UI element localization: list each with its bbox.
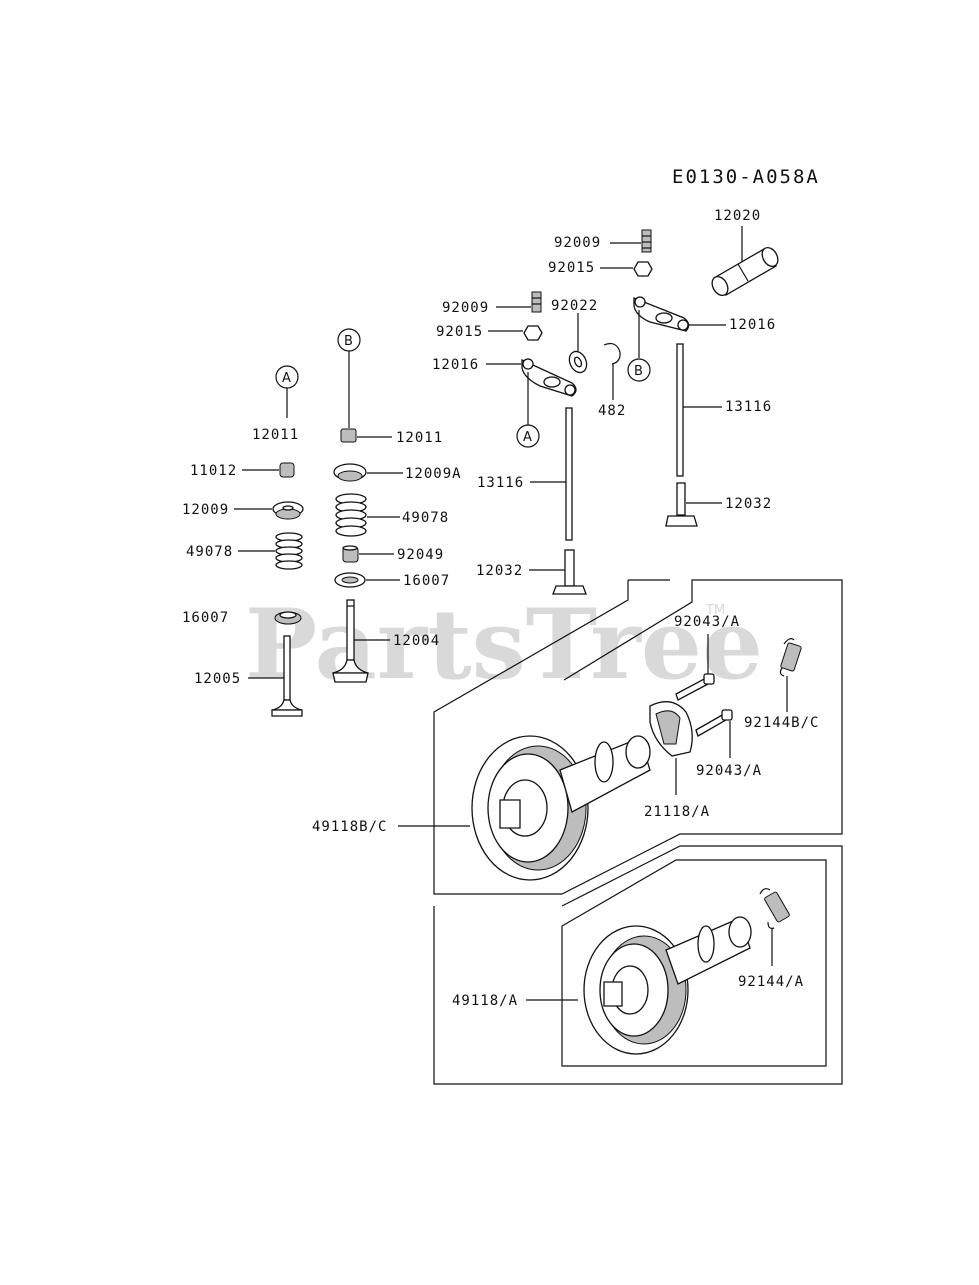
label-92043a-bottom: 92043/A — [696, 763, 762, 779]
label-12009: 12009 — [182, 502, 229, 518]
callout-a-mid — [516, 424, 540, 448]
clip-482 — [603, 342, 621, 365]
callout-a-left-text: A — [282, 371, 291, 386]
bolt-92043a-bottom — [695, 709, 733, 737]
spring-92144bc — [779, 638, 802, 677]
label-92144a: 92144/A — [738, 974, 804, 990]
seal-16007-right — [334, 572, 366, 588]
label-13116-mid: 13116 — [477, 475, 524, 491]
tappet-12032-right — [665, 482, 698, 527]
label-92043a-top: 92043/A — [674, 614, 740, 630]
valve-12004 — [332, 599, 369, 683]
shaft-12020 — [711, 247, 779, 296]
seal-16007-left — [274, 611, 302, 625]
pushrod-13116-right — [676, 343, 684, 477]
retainer-12009a — [333, 463, 367, 482]
label-16007-right: 16007 — [403, 573, 450, 589]
label-21118a: 21118/A — [644, 804, 710, 820]
watermark-trademark: TM — [705, 603, 725, 618]
camshaft-49118bc — [471, 735, 651, 881]
rocker-arm-12016-right — [633, 296, 690, 332]
label-49078-left: 49078 — [186, 544, 233, 560]
rocker-arm-12016-left — [521, 358, 577, 397]
callout-a-mid-text: A — [523, 430, 532, 445]
label-92009-mid: 92009 — [442, 300, 489, 316]
label-13116-right: 13116 — [725, 399, 772, 415]
spring-92144a — [759, 888, 790, 929]
camshaft-a-box-outer — [433, 845, 843, 1085]
label-92015-mid: 92015 — [436, 324, 483, 340]
label-12011-a: 12011 — [252, 427, 299, 443]
cap-11012 — [279, 462, 295, 478]
cap-12011-b — [340, 428, 357, 443]
label-12020: 12020 — [714, 208, 761, 224]
label-12011-b: 12011 — [396, 430, 443, 446]
label-92009-top: 92009 — [554, 235, 601, 251]
retainer-12009 — [272, 501, 304, 520]
callout-b-right-text: B — [634, 364, 643, 379]
watermark-text: PartsTree — [245, 588, 763, 701]
label-92015-top: 92015 — [548, 260, 595, 276]
camshaft-a-box-inner — [561, 859, 827, 1067]
label-92022: 92022 — [551, 298, 598, 314]
label-482: 482 — [598, 403, 626, 419]
tappet-12032-mid — [552, 549, 587, 595]
guide-92049 — [342, 545, 359, 563]
camshaft-bc-box — [433, 579, 843, 895]
label-12016-left: 12016 — [432, 357, 479, 373]
callout-b-right — [627, 358, 651, 382]
nut-92015-mid — [523, 325, 543, 341]
label-11012: 11012 — [190, 463, 237, 479]
label-12005: 12005 — [194, 671, 241, 687]
label-12032-right: 12032 — [725, 496, 772, 512]
label-92144bc: 92144B/C — [744, 715, 819, 731]
spring-49078-right — [335, 493, 367, 537]
label-49078-right: 49078 — [402, 510, 449, 526]
label-12009a: 12009A — [405, 466, 462, 482]
label-12032-mid: 12032 — [476, 563, 523, 579]
label-16007-left: 16007 — [182, 610, 229, 626]
label-92049: 92049 — [397, 547, 444, 563]
diagram-code: E0130-A058A — [672, 166, 820, 188]
label-12004: 12004 — [393, 633, 440, 649]
bolt-92043a-top — [675, 673, 715, 701]
stud-92009-mid — [531, 291, 542, 313]
valve-12005 — [271, 635, 303, 717]
label-49118bc: 49118B/C — [312, 819, 387, 835]
nut-92015-top — [633, 261, 653, 277]
label-12016-right: 12016 — [729, 317, 776, 333]
weight-21118a — [649, 701, 693, 757]
pushrod-13116-mid — [565, 407, 573, 541]
stud-92009-top — [641, 229, 652, 253]
camshaft-49118a — [583, 916, 752, 1055]
callout-b-mid-text: B — [344, 334, 353, 349]
spring-49078-left — [275, 532, 303, 570]
label-49118a: 49118/A — [452, 993, 518, 1009]
